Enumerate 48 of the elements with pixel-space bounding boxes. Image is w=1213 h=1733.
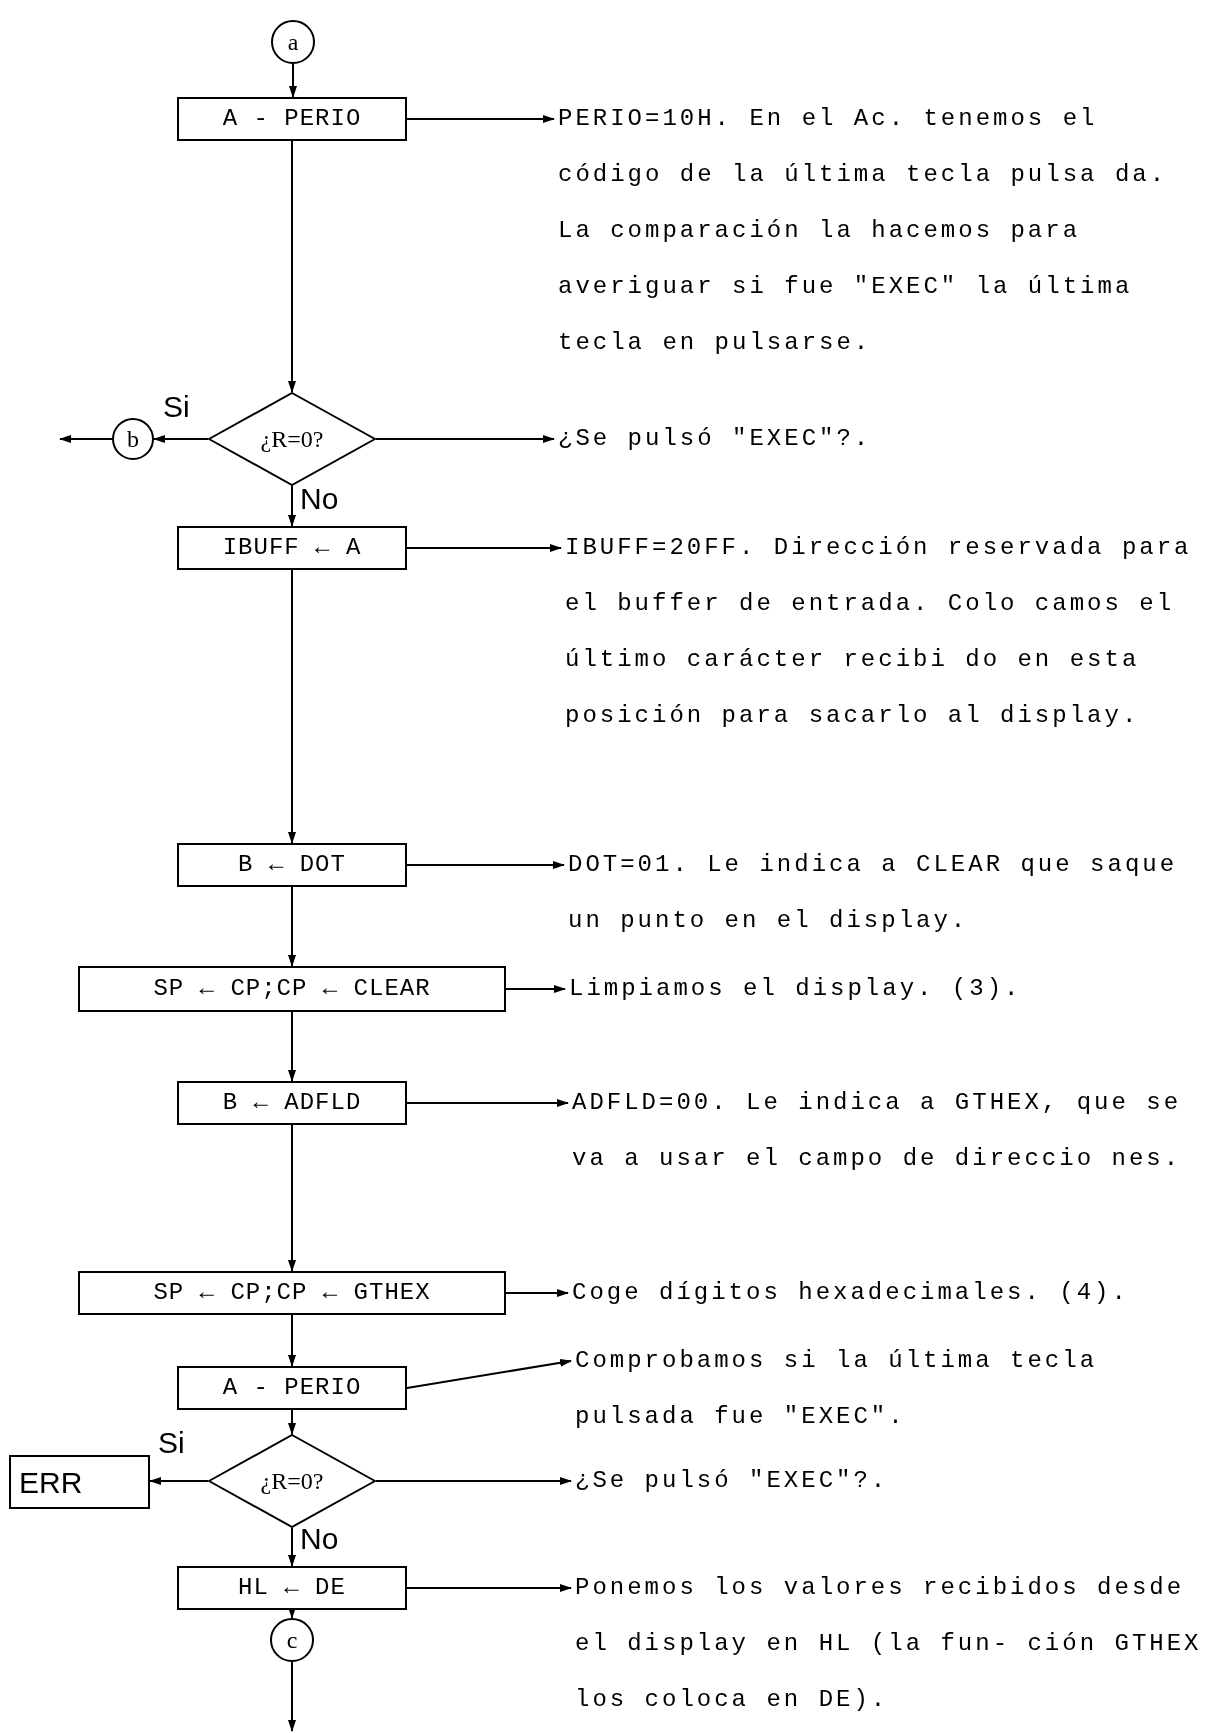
arrow [288, 1661, 296, 1732]
arrow [406, 115, 555, 123]
arrow [406, 1099, 569, 1107]
arrow [153, 435, 209, 443]
process-box: IBUFF ← A [177, 526, 407, 570]
arrow [149, 1477, 209, 1485]
decision-diamond: ¿R=0? [208, 1434, 376, 1528]
decision-diamond: ¿R=0? [208, 392, 376, 486]
arrow [288, 1314, 296, 1367]
arrow [375, 1477, 572, 1485]
arrow [505, 985, 566, 993]
arrow [406, 1584, 572, 1592]
arrow [406, 544, 562, 552]
arrow [289, 63, 297, 98]
arrow [59, 435, 113, 443]
process-box: ERR [9, 1455, 150, 1509]
annotation-text: DOT=01. Le indica a CLEAR que saque un punto en el display. [568, 837, 1208, 949]
arrow [375, 435, 555, 443]
arrow [505, 1289, 569, 1297]
arrow [288, 886, 296, 967]
annotation-text: PERIO=10H. En el Ac. tenemos el código de la última tecla pulsa da. La comparación la hacemos para averiguar si fue "EXEC" la última tecla en pulsarse. [558, 91, 1208, 371]
process-box: A - PERIO [177, 1366, 407, 1410]
annotation-text: Comprobamos si la última tecla pulsada fue "EXEC". [575, 1333, 1210, 1445]
arrow [288, 1527, 296, 1567]
arrow [288, 485, 296, 527]
arrow [288, 1011, 296, 1082]
process-box: A - PERIO [177, 97, 407, 141]
edge-label: Si [158, 1428, 185, 1458]
process-box: B ← DOT [177, 843, 407, 887]
arrow [288, 569, 296, 844]
process-box: HL ← DE [177, 1566, 407, 1610]
edge-label: No [300, 484, 339, 514]
annotation-text: ¿Se pulsó "EXEC"?. [558, 411, 1208, 467]
process-box: SP ← CP;CP ← CLEAR [78, 966, 506, 1012]
annotation-text: Limpiamos el display. (3). [569, 961, 1209, 1017]
annotation-text: ¿Se pulsó "EXEC"?. [575, 1453, 1210, 1509]
annotation-text: Coge dígitos hexadecimales. (4). [572, 1265, 1210, 1321]
arrow [406, 1358, 572, 1389]
annotation-text: Ponemos los valores recibidos desde el display en HL (la fun- ción GTHEX los coloca en DE). [575, 1560, 1210, 1728]
arrow [288, 140, 296, 393]
annotation-text: IBUFF=20FF. Dirección reservada para el buffer de entrada. Colo camos el último carácter recibi do en esta posición para sacarlo al display. [565, 520, 1210, 744]
arrow [288, 1124, 296, 1272]
process-box: SP ← CP;CP ← GTHEX [78, 1271, 506, 1315]
arrow [406, 861, 565, 869]
edge-label: Si [163, 392, 190, 422]
arrow [288, 1409, 296, 1435]
annotation-text: ADFLD=00. Le indica a GTHEX, que se va a usar el campo de direccio nes. [572, 1075, 1210, 1187]
process-box: B ← ADFLD [177, 1081, 407, 1125]
